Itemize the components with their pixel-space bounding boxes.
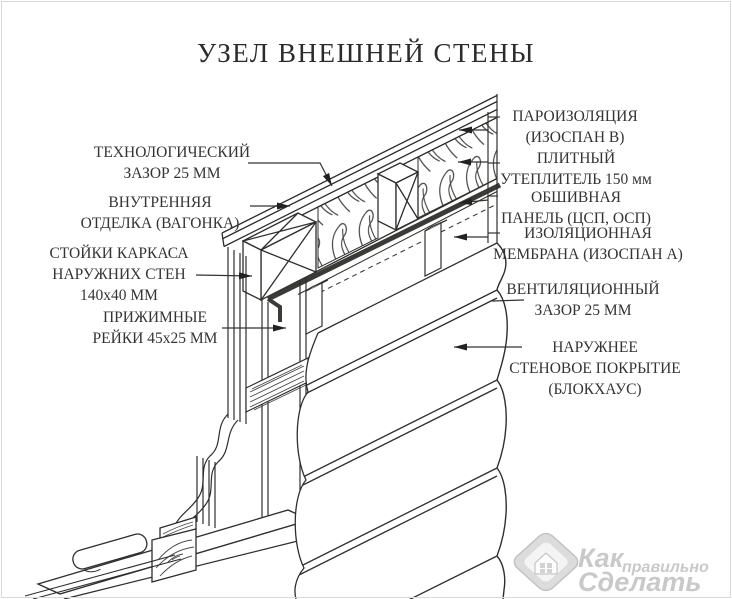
frame-members <box>245 278 309 518</box>
watermark: Как правильно Сделать <box>513 532 709 597</box>
leader-frame-studs <box>195 272 253 280</box>
label-line: НАРУЖНЕЕ <box>552 339 638 356</box>
label-line: СТОЙКИ КАРКАСА <box>49 245 189 262</box>
label-press-battens: ПРИЖИМНЫЕ РЕЙКИ 45x25 ММ <box>55 307 255 349</box>
pressure-battens <box>305 219 448 335</box>
label-vapor-barrier: ПАРОИЗОЛЯЦИЯ (ИЗОСПАН В) <box>480 106 670 148</box>
label-line: ПАРОИЗОЛЯЦИЯ <box>512 108 638 125</box>
label-sheathing-panel: ОБШИВНАЯ ПАНЕЛЬ (ЦСП, ОСП) <box>481 187 671 229</box>
label-line: ВЕНТИЛЯЦИОННЫЙ <box>506 281 660 298</box>
label-line: (БЛОКХАУС) <box>548 381 642 398</box>
watermark-word-1: Как <box>578 543 625 573</box>
label-inner-finish: ВНУТРЕННЯЯ ОТДЕЛКА (ВАГОНКА) <box>50 192 270 234</box>
label-line: ОБШИВНАЯ <box>531 189 621 206</box>
watermark-word-2: правильно <box>622 559 709 576</box>
label-vent-gap: ВЕНТИЛЯЦИОННЫЙ ЗАЗОР 25 ММ <box>488 279 678 321</box>
label-line: 140x40 ММ <box>80 287 158 304</box>
label-line: СТЕНОВОЕ ПОКРЫТИЕ <box>509 360 681 377</box>
label-line: ПЛИТНЫЙ <box>536 150 616 167</box>
page-title: УЗЕЛ ВНЕШНЕЙ СТЕНЫ <box>196 38 535 68</box>
label-line: УТЕПЛИТЕЛЬ 150 мм <box>500 171 652 188</box>
leader-lines <box>195 112 525 351</box>
label-membrane: ИЗОЛЯЦИОННАЯ МЕМБРАНА (ИЗОСПАН А) <box>478 223 698 265</box>
house-icon <box>534 552 558 575</box>
sill-wood-grain <box>151 516 197 583</box>
label-line: ТЕХНОЛОГИЧЕСКИЙ <box>93 144 251 161</box>
corner-stud-block <box>241 212 318 302</box>
label-line: ОТДЕЛКА (ВАГОНКА) <box>80 215 240 232</box>
label-line: РЕЙКИ 45x25 ММ <box>92 330 218 347</box>
top-section-cut <box>221 94 502 322</box>
label-line: МЕМБРАНА (ИЗОСПАН А) <box>493 246 683 263</box>
label-line: ВНУТРЕННЯЯ <box>108 194 212 211</box>
label-line: (ИЗОСПАН В) <box>525 129 625 146</box>
inner-lining <box>173 247 247 531</box>
label-line: ЗАЗОР 25 ММ <box>534 302 632 319</box>
label-line: НАРУЖНИХ СТЕН <box>52 266 186 283</box>
leader-tech-gap <box>248 162 333 187</box>
label-line: ПАНЕЛЬ (ЦСП, ОСП) <box>501 210 651 227</box>
girt-wood-grain <box>245 357 309 413</box>
sill-assembly <box>24 509 312 599</box>
label-outer-covering: НАРУЖНЕЕ СТЕНОВОЕ ПОКРЫТИЕ (БЛОКХАУС) <box>490 337 700 400</box>
leader-vent-gap <box>491 299 525 302</box>
frame-stud-block <box>376 162 420 232</box>
blockhouse-siding <box>294 242 508 599</box>
label-frame-studs: СТОЙКИ КАРКАСА НАРУЖНИХ СТЕН 140x40 ММ <box>19 243 219 306</box>
label-line: ПРИЖИМНЫЕ <box>102 309 208 326</box>
label-tech-gap: ТЕХНОЛОГИЧЕСКИЙ ЗАЗОР 25 ММ <box>62 142 282 184</box>
label-line: ИЗОЛЯЦИОННАЯ <box>524 225 652 242</box>
label-line: ЗАЗОР 25 ММ <box>123 165 221 182</box>
leader-sheathing-panel <box>458 198 489 206</box>
label-insulation: ПЛИТНЫЙ УТЕПЛИТЕЛЬ 150 мм <box>481 148 671 190</box>
watermark-word-3: Сделать <box>578 567 701 597</box>
